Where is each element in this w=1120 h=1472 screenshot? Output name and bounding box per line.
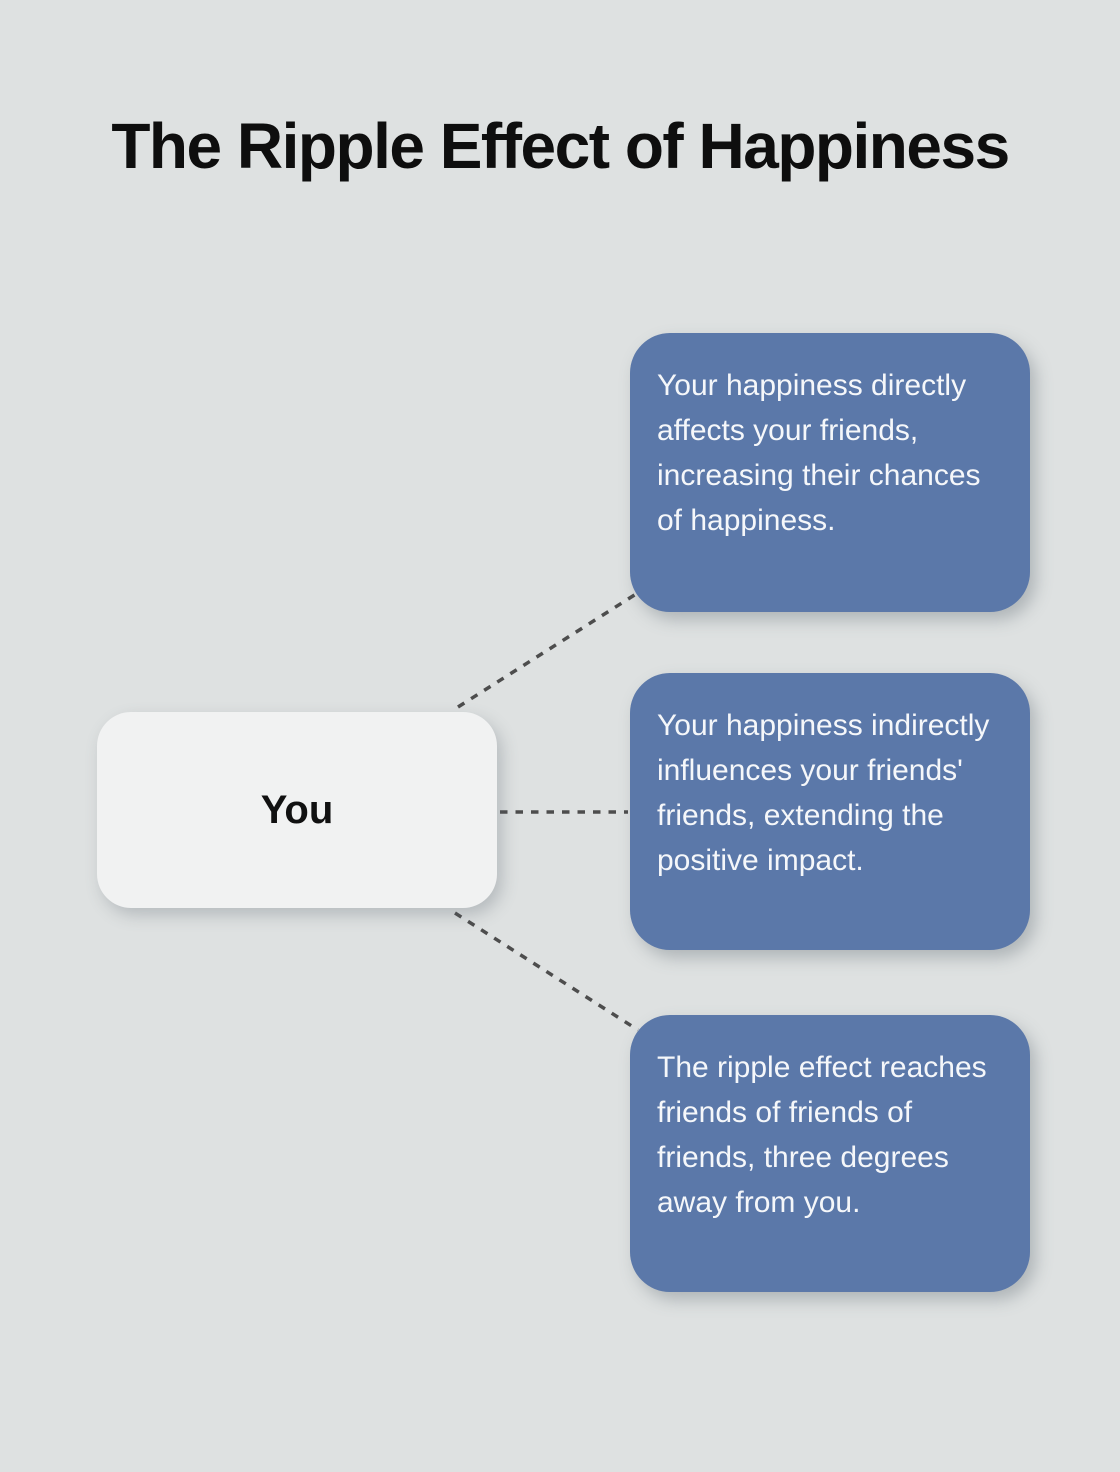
center-node-label: You: [260, 787, 334, 832]
page-title: The Ripple Effect of Happiness: [111, 110, 1010, 182]
connector-line-top: [457, 592, 637, 709]
branch-box-indirect-influence: Your happiness indirectly influences you…: [630, 673, 1030, 950]
branch-box-direct-effect: Your happiness directly affects your fri…: [630, 333, 1030, 612]
branch-text: The ripple effect reaches friends of fri…: [657, 1051, 987, 1219]
branch-text: Your happiness indirectly influences you…: [657, 709, 990, 877]
branch-box-three-degrees: The ripple effect reaches friends of fri…: [630, 1015, 1030, 1292]
connector-line-bottom: [454, 911, 639, 1032]
branch-text: Your happiness directly affects your fri…: [657, 369, 981, 537]
center-node-you: You: [97, 712, 497, 908]
